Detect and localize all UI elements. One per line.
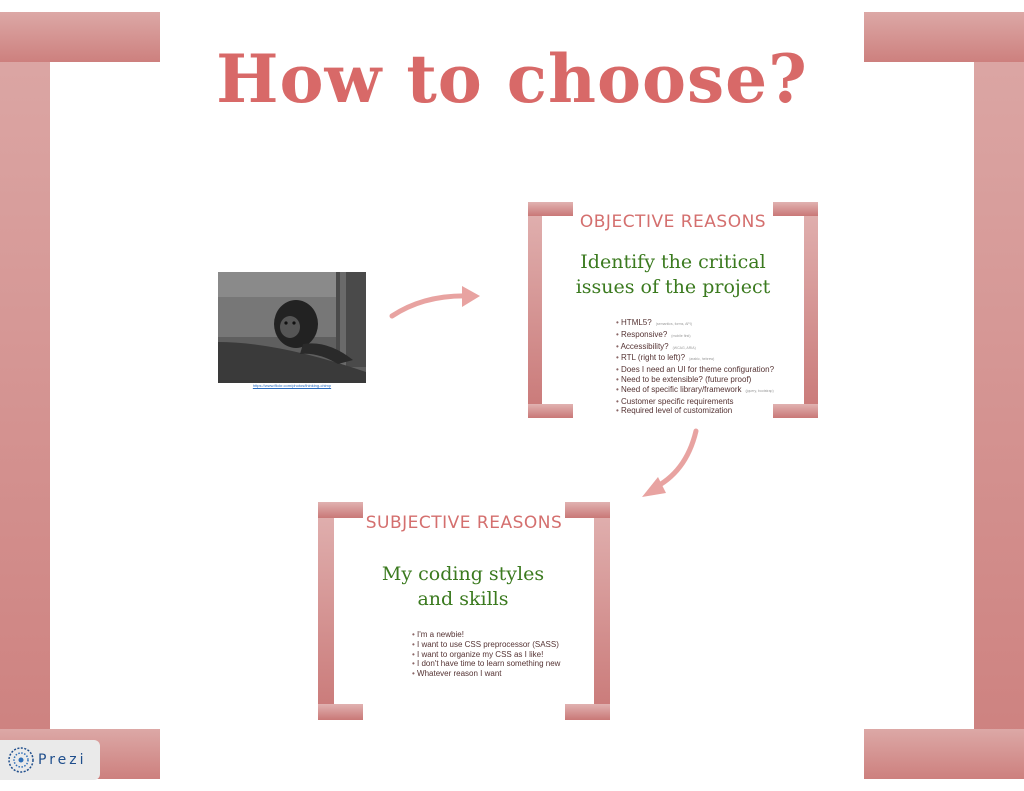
subjective-list: I'm a newbie! I want to use CSS preproce…: [412, 630, 582, 679]
list-item: Need to be extensible? (future proof): [616, 375, 796, 385]
list-item: HTML5?(semantics, forms, API): [616, 318, 796, 330]
subjective-heading-line1: My coding styles: [381, 563, 545, 585]
subjective-title: SUBJECTIVE REASONS: [365, 513, 563, 533]
list-item: Whatever reason I want: [412, 669, 582, 679]
objective-heading: Identify the critical issues of the proj…: [548, 250, 798, 300]
list-item: I want to organize my CSS as I like!: [412, 650, 582, 660]
objective-heading-line2: issues of the project: [575, 276, 771, 298]
prezi-logo-icon: [8, 747, 34, 773]
objective-bracket-left-bottom: [528, 404, 573, 418]
outer-bracket-right-top: [864, 12, 1024, 62]
subjective-bracket-left: [318, 502, 334, 720]
list-item: I don't have time to learn something new: [412, 659, 582, 669]
subjective-bracket-right: [594, 502, 610, 720]
photo-credit-link[interactable]: https://www.flickr.com/photos/thinking-c…: [252, 383, 332, 388]
list-item: Customer specific requirements: [616, 397, 796, 407]
outer-bracket-left: [0, 12, 50, 779]
slide-title: How to choose?: [216, 40, 808, 118]
list-item: Does I need an UI for theme configuratio…: [616, 365, 796, 375]
outer-bracket-right: [974, 12, 1024, 779]
chimp-photo[interactable]: [218, 272, 366, 383]
objective-bracket-right-top: [773, 202, 818, 216]
subjective-heading-line2: and skills: [417, 588, 509, 610]
arrow-to-subjective-icon: [642, 428, 699, 497]
subjective-card[interactable]: SUBJECTIVE REASONS My coding styles and …: [318, 500, 610, 722]
chimp-image: [218, 272, 366, 383]
list-item: I'm a newbie!: [412, 630, 582, 640]
subjective-bracket-left-bottom: [318, 704, 363, 720]
subjective-bracket-left-top: [318, 502, 363, 518]
prezi-brand-text[interactable]: Prezi: [38, 752, 87, 768]
objective-heading-line1: Identify the critical: [580, 251, 766, 273]
list-item: Required level of customization: [616, 406, 796, 416]
outer-bracket-right-bottom: [864, 729, 1024, 779]
objective-bracket-left-top: [528, 202, 573, 216]
list-item: I want to use CSS preprocessor (SASS): [412, 640, 582, 650]
outer-bracket-left-top: [0, 12, 160, 62]
objective-title: OBJECTIVE REASONS: [579, 212, 767, 232]
list-item: Responsive?(mobile first): [616, 330, 796, 342]
subjective-bracket-right-bottom: [565, 704, 610, 720]
objective-card[interactable]: OBJECTIVE REASONS Identify the critical …: [528, 200, 818, 420]
objective-bracket-right: [804, 202, 818, 418]
list-item: RTL (right to left)?(arabic, hebrew): [616, 353, 796, 365]
arrow-to-objective-icon: [389, 286, 480, 319]
prezi-badge[interactable]: [0, 740, 100, 780]
list-item: Accessibility?(WCAG, ARIA): [616, 342, 796, 354]
subjective-heading: My coding styles and skills: [338, 562, 588, 612]
list-item: Need of specific library/framework(jquer…: [616, 385, 796, 397]
objective-bracket-left: [528, 202, 542, 418]
objective-list: HTML5?(semantics, forms, API) Responsive…: [616, 318, 796, 416]
subjective-bracket-right-top: [565, 502, 610, 518]
